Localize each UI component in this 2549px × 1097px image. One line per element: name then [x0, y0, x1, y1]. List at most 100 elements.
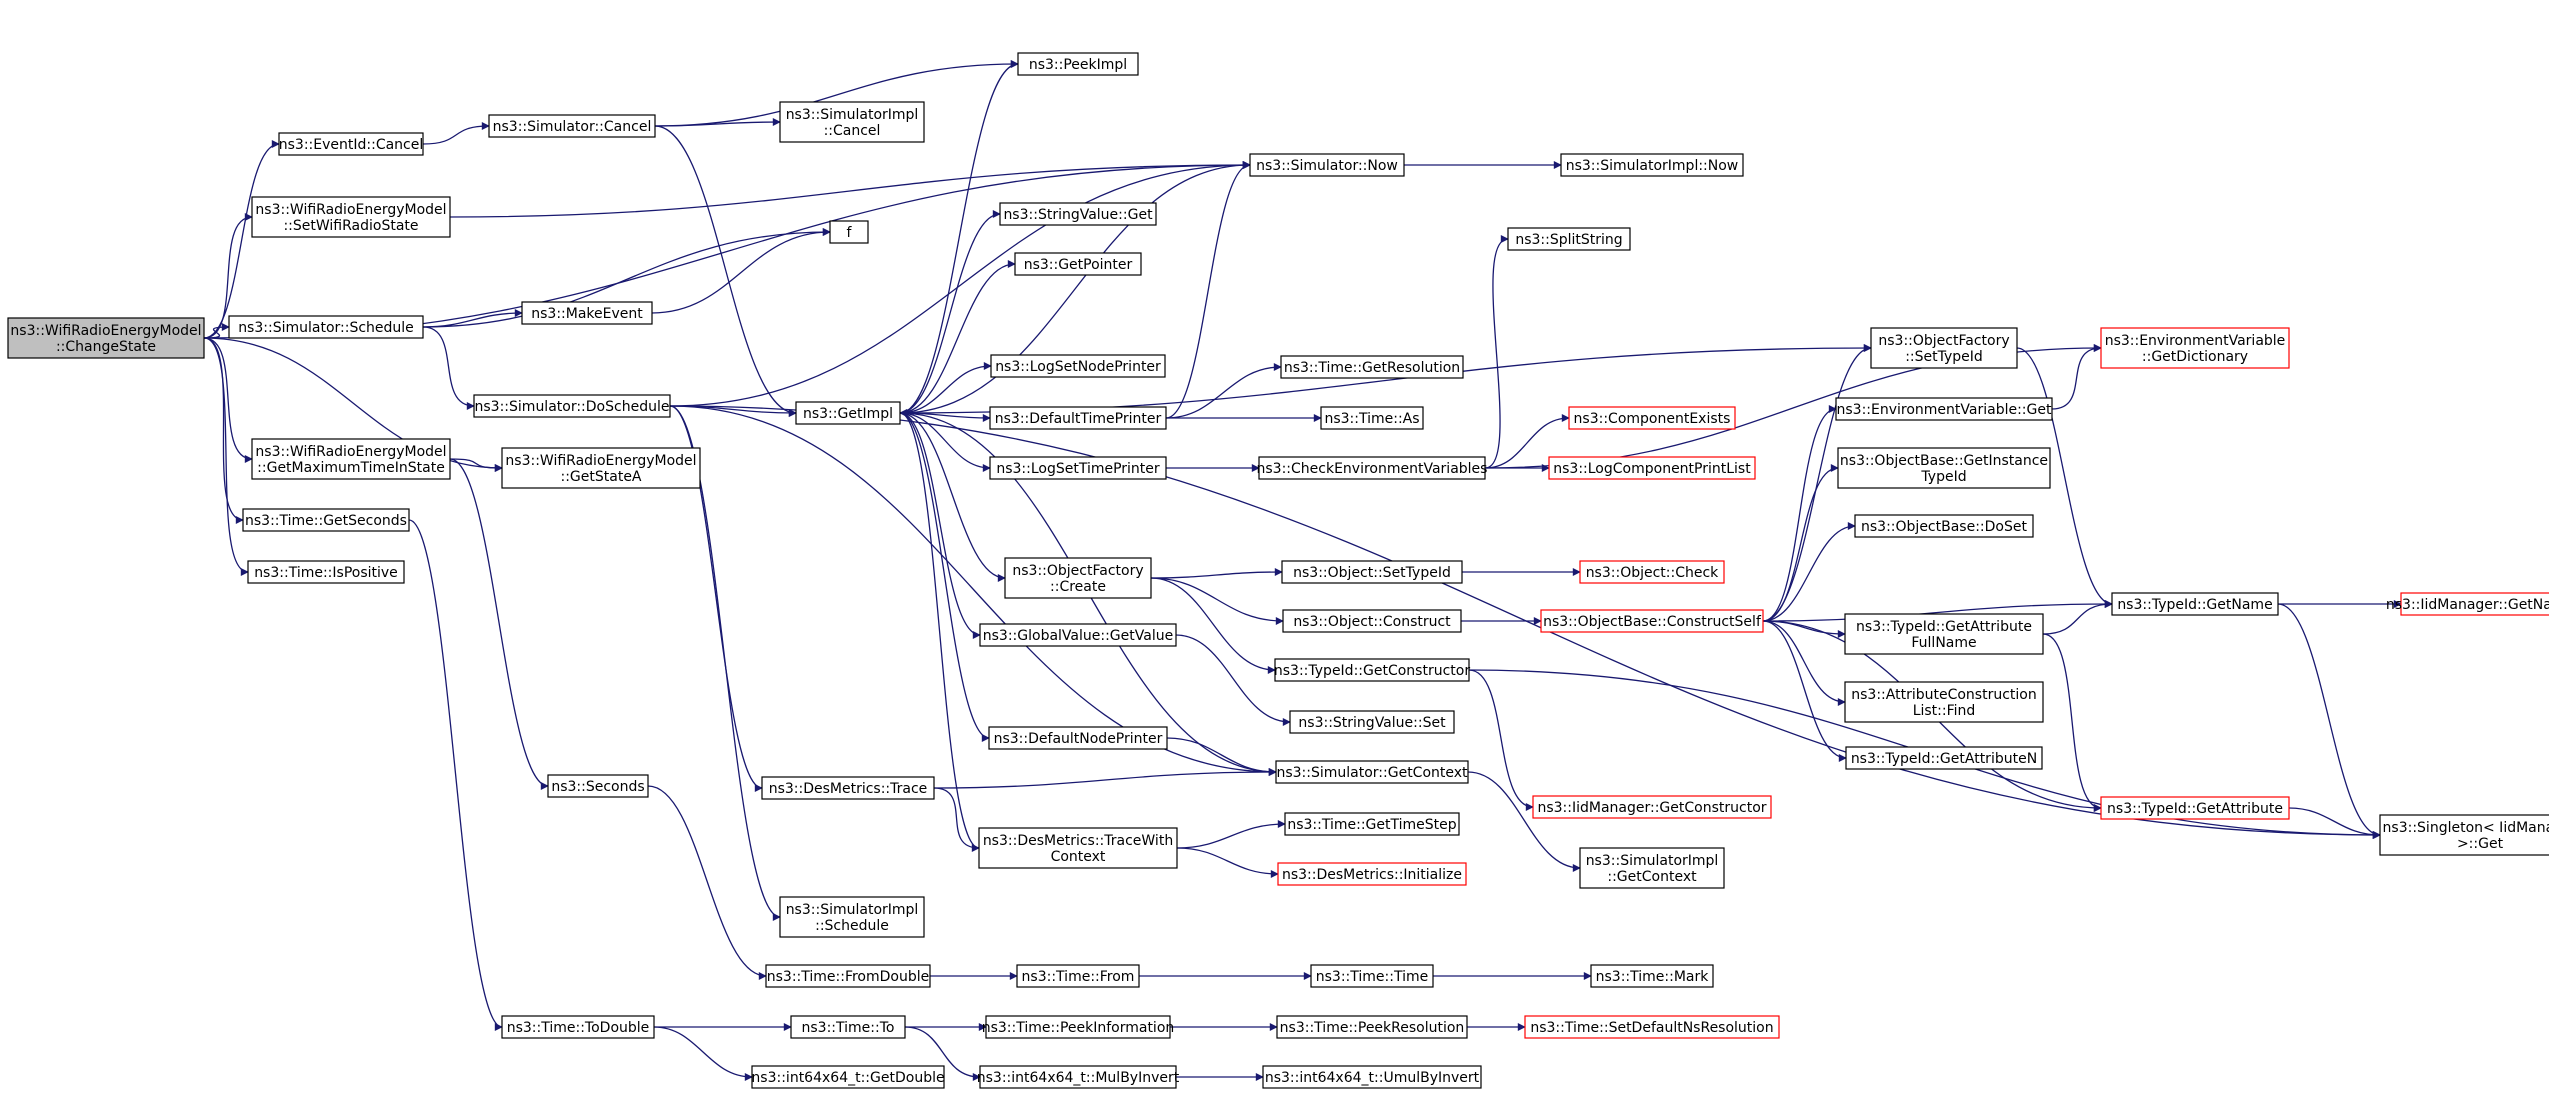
node-simimpl-schedule[interactable]: ns3::SimulatorImpl::Schedule — [779, 896, 925, 938]
edge-changestate-to-sim_schedule — [203, 323, 230, 339]
node-makeevent[interactable]: ns3::MakeEvent — [521, 301, 653, 325]
node-object-construct[interactable]: ns3::Object::Construct — [1282, 609, 1462, 633]
node-box — [488, 114, 656, 138]
node-envvar-get[interactable]: ns3::EnvironmentVariable::Get — [1835, 397, 2053, 421]
node-objectfactory-settypeid[interactable]: ns3::ObjectFactory::SetTypeId — [1870, 327, 2018, 369]
node-label: ::GetStateA — [560, 469, 641, 485]
node-iidmanager-getconstructor[interactable]: ns3::IidManager::GetConstructor — [1532, 795, 1772, 819]
node-time-from[interactable]: ns3::Time::From — [1016, 964, 1140, 988]
node-time-as[interactable]: ns3::Time::As — [1320, 406, 1424, 430]
node-getimpl[interactable]: ns3::GetImpl — [795, 401, 901, 425]
node-box — [790, 1015, 906, 1039]
node-box — [1277, 862, 1467, 886]
node-changestate[interactable]: ns3::WifiRadioEnergyModel::ChangeState — [7, 317, 205, 359]
edge-sim_doschedule-to-simimpl_schedule — [669, 405, 781, 921]
node-label: ns3::DesMetrics::Initialize — [1282, 867, 1462, 883]
node-label: ns3::Seconds — [551, 779, 644, 795]
node-typeid-getattribute[interactable]: ns3::TypeId::GetAttribute — [2100, 796, 2290, 820]
node-getmaxtime[interactable]: ns3::WifiRadioEnergyModel::GetMaximumTim… — [251, 438, 451, 480]
node-object-settypeid[interactable]: ns3::Object::SetTypeId — [1281, 560, 1463, 584]
node-object-check[interactable]: ns3::Object::Check — [1579, 560, 1725, 584]
node-objectbase-constructself[interactable]: ns3::ObjectBase::ConstructSelf — [1540, 609, 1764, 633]
node-sim-doschedule[interactable]: ns3::Simulator::DoSchedule — [473, 394, 671, 418]
node-box — [1310, 964, 1434, 988]
node-peekimpl[interactable]: ns3::PeekImpl — [1017, 52, 1139, 76]
node-int64-getdouble[interactable]: ns3::int64x64_t::GetDouble — [751, 1065, 945, 1089]
node-time-peekresolution[interactable]: ns3::Time::PeekResolution — [1276, 1015, 1468, 1039]
node-desmetrics-initialize[interactable]: ns3::DesMetrics::Initialize — [1277, 862, 1467, 886]
node-seconds[interactable]: ns3::Seconds — [547, 774, 649, 798]
node-time-todouble[interactable]: ns3::Time::ToDouble — [501, 1015, 655, 1039]
node-int64-mulbyinvert[interactable]: ns3::int64x64_t::MulByInvert — [977, 1065, 1180, 1089]
edge-changestate-to-time_getseconds — [203, 337, 244, 524]
node-checkenvvars[interactable]: ns3::CheckEnvironmentVariables — [1257, 456, 1488, 480]
node-splitstring[interactable]: ns3::SplitString — [1507, 227, 1631, 251]
node-typeid-getname[interactable]: ns3::TypeId::GetName — [2111, 592, 2279, 616]
node-envvar-getdictionary[interactable]: ns3::EnvironmentVariable::GetDictionary — [2100, 327, 2290, 369]
node-getpointer[interactable]: ns3::GetPointer — [1014, 252, 1142, 276]
node-label: ns3::SplitString — [1515, 232, 1622, 248]
node-time-peekinformation[interactable]: ns3::Time::PeekInformation — [982, 1015, 1175, 1039]
node-setwifiradiostate[interactable]: ns3::WifiRadioEnergyModel::SetWifiRadioS… — [251, 196, 451, 238]
node-typeid-getconstructor[interactable]: ns3::TypeId::GetConstructor — [1274, 658, 1470, 682]
node-label: ns3::SimulatorImpl — [786, 902, 919, 918]
node-box — [1016, 964, 1140, 988]
node-label: ns3::SimulatorImpl::Now — [1566, 158, 1739, 174]
node-singleton-get[interactable]: ns3::Singleton< IidManager >::Get — [2379, 814, 2549, 856]
node-logsetnodeprinter[interactable]: ns3::LogSetNodePrinter — [990, 354, 1166, 378]
node-time-time[interactable]: ns3::Time::Time — [1310, 964, 1434, 988]
edge-changestate-to-time_ispositive — [203, 337, 249, 576]
node-label: ::Cancel — [824, 123, 881, 139]
node-simimpl-getcontext[interactable]: ns3::SimulatorImpl::GetContext — [1579, 847, 1725, 889]
node-eventid-cancel[interactable]: ns3::EventId::Cancel — [278, 132, 424, 156]
node-objectbase-doset[interactable]: ns3::ObjectBase::DoSet — [1854, 514, 2034, 538]
node-objectfactory-create[interactable]: ns3::ObjectFactory::Create — [1004, 557, 1152, 599]
node-componentexists[interactable]: ns3::ComponentExists — [1568, 406, 1736, 430]
node-typeid-getattributen[interactable]: ns3::TypeId::GetAttributeN — [1845, 746, 2043, 770]
node-globalvalue-getvalue[interactable]: ns3::GlobalValue::GetValue — [979, 623, 1177, 647]
node-box — [1289, 710, 1455, 734]
node-label: ns3::GetPointer — [1024, 257, 1133, 273]
node-logsettimeprinter[interactable]: ns3::LogSetTimePrinter — [989, 456, 1167, 480]
node-time-fromdouble[interactable]: ns3::Time::FromDouble — [765, 964, 931, 988]
node-label: ns3::ObjectFactory — [1012, 563, 1143, 579]
node-time-mark[interactable]: ns3::Time::Mark — [1590, 964, 1714, 988]
node-box — [988, 726, 1168, 750]
node-defaultnodeprinter[interactable]: ns3::DefaultNodePrinter — [988, 726, 1168, 750]
node-time-setdefaultnsres[interactable]: ns3::Time::SetDefaultNsResolution — [1524, 1015, 1780, 1039]
node-simimpl-now[interactable]: ns3::SimulatorImpl::Now — [1560, 153, 1744, 177]
node-label: ns3::Time::To — [802, 1020, 895, 1036]
node-label: ns3::IidManager::GetName — [2386, 597, 2549, 613]
node-label: ::GetContext — [1607, 869, 1697, 885]
node-box — [829, 220, 869, 244]
node-getstatea[interactable]: ns3::WifiRadioEnergyModel::GetStateA — [501, 447, 701, 489]
node-simimpl-cancel[interactable]: ns3::SimulatorImpl::Cancel — [779, 101, 925, 143]
node-desmetrics-trace[interactable]: ns3::DesMetrics::Trace — [761, 776, 935, 800]
node-stringvalue-get[interactable]: ns3::StringValue::Get — [999, 202, 1157, 226]
node-box — [7, 317, 205, 359]
node-f[interactable]: f — [829, 220, 869, 244]
node-time-to[interactable]: ns3::Time::To — [790, 1015, 906, 1039]
node-box — [990, 354, 1166, 378]
node-label: ::ChangeState — [56, 339, 156, 355]
node-label: ns3::Simulator::Now — [1256, 158, 1398, 174]
node-sim-schedule[interactable]: ns3::Simulator::Schedule — [228, 315, 424, 339]
node-time-gettimestep[interactable]: ns3::Time::GetTimeStep — [1284, 812, 1460, 836]
node-time-getseconds[interactable]: ns3::Time::GetSeconds — [242, 508, 410, 532]
node-time-ispositive[interactable]: ns3::Time::IsPositive — [247, 560, 405, 584]
node-sim-now[interactable]: ns3::Simulator::Now — [1249, 153, 1405, 177]
node-box — [1854, 514, 2034, 538]
node-int64-umulbyinvert[interactable]: ns3::int64x64_t::UmulByInvert — [1262, 1065, 1482, 1089]
node-defaulttimeprinter[interactable]: ns3::DefaultTimePrinter — [989, 406, 1167, 430]
node-sim-cancel[interactable]: ns3::Simulator::Cancel — [488, 114, 656, 138]
node-stringvalue-set[interactable]: ns3::StringValue::Set — [1289, 710, 1455, 734]
node-label: ns3::StringValue::Get — [1003, 207, 1153, 223]
node-iidmanager-getname[interactable]: ns3::IidManager::GetName — [2386, 592, 2549, 616]
node-sim-getcontext[interactable]: ns3::Simulator::GetContext — [1275, 760, 1469, 784]
node-time-getresolution[interactable]: ns3::Time::GetResolution — [1280, 355, 1464, 379]
node-logcomponentprintlist[interactable]: ns3::LogComponentPrintList — [1548, 456, 1756, 480]
